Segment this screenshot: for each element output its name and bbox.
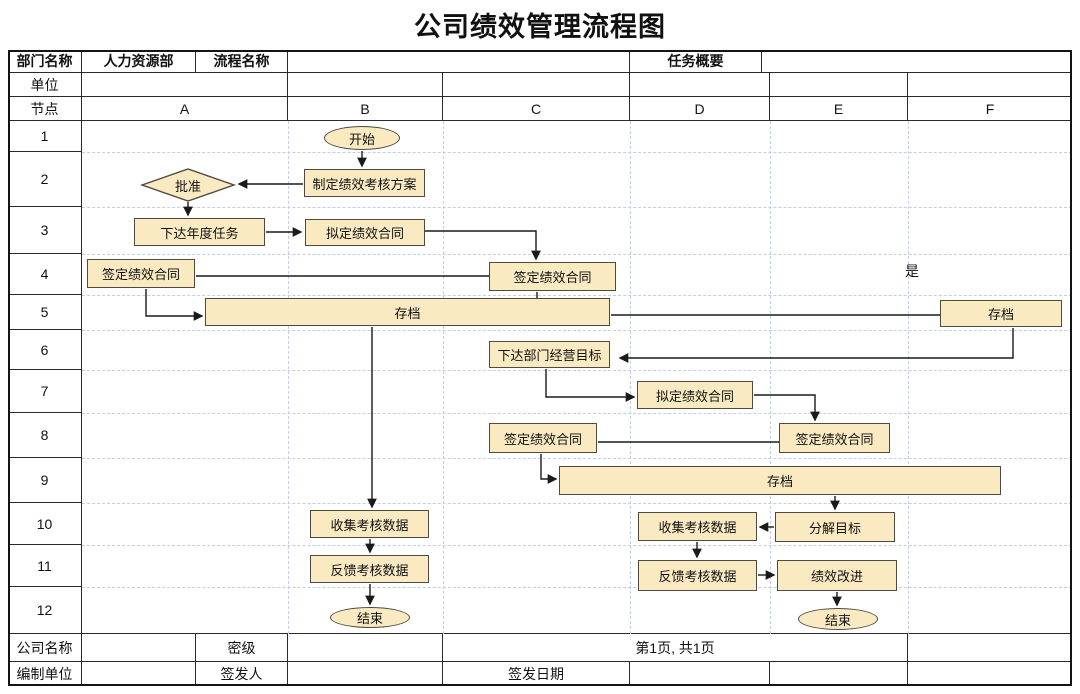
cell-footer-blank	[908, 634, 1072, 662]
flow-shape-collect-data-d: 收集考核数据	[638, 512, 757, 541]
gridline-h	[82, 458, 1072, 459]
row-number-12: 12	[8, 587, 82, 634]
cell-org-label: 编制单位	[8, 662, 82, 686]
column-header-e: E	[770, 97, 908, 121]
gridline-h	[82, 207, 1072, 208]
flow-shape-make-appraisal-plan: 制定绩效考核方案	[304, 169, 425, 197]
cell-unit-f	[908, 73, 1072, 97]
flow-shape-decompose-goals: 分解目标	[775, 512, 895, 542]
flow-shape-assign-dept-goals: 下达部门经营目标	[489, 341, 610, 368]
column-header-b: B	[288, 97, 443, 121]
row-number-10: 10	[8, 503, 82, 545]
row-number-3: 3	[8, 207, 82, 254]
cell-unit-d	[630, 73, 770, 97]
gridline-h	[82, 330, 1072, 331]
row-number-11: 11	[8, 545, 82, 587]
page-title: 公司绩效管理流程图	[414, 12, 666, 42]
gridline-h	[82, 545, 1072, 546]
row-number-9: 9	[8, 458, 82, 503]
gridline-v	[288, 121, 289, 634]
cell-signer-label: 签发人	[196, 662, 288, 686]
flow-shape-sign-contract-e: 签定绩效合同	[779, 423, 890, 453]
flow-shape-sign-contract-c: 签定绩效合同	[489, 262, 616, 291]
flow-shape-collect-data-b: 收集考核数据	[310, 510, 429, 538]
flow-shape-archive-f: 存档	[940, 300, 1062, 327]
flow-shape-draft-contract-d: 拟定绩效合同	[637, 381, 753, 409]
flow-shape-assign-annual-tasks: 下达年度任务	[134, 218, 265, 246]
cell-footer-blank	[770, 662, 908, 686]
cell-unit-a	[82, 73, 288, 97]
cell-signer-value	[288, 662, 443, 686]
gridline-h	[82, 152, 1072, 153]
cell-process-label: 流程名称	[196, 50, 288, 73]
cell-process-value	[288, 50, 630, 73]
flow-shape-feedback-data-b: 反馈考核数据	[310, 555, 429, 583]
column-header-f: F	[908, 97, 1072, 121]
cell-footer-blank	[908, 662, 1072, 686]
cell-unit-b	[288, 73, 443, 97]
cell-unit-label: 单位	[8, 73, 82, 97]
gridline-v	[630, 121, 631, 634]
row-number-5: 5	[8, 295, 82, 330]
flow-shape-archive-2: 存档	[559, 466, 1001, 495]
flow-shape-end-b: 结束	[330, 607, 410, 628]
flow-shape-performance-improve: 绩效改进	[777, 560, 897, 591]
row-number-6: 6	[8, 330, 82, 370]
gridline-h	[82, 413, 1072, 414]
cell-summary-value	[762, 50, 1072, 73]
cell-dept-label: 部门名称	[8, 50, 82, 73]
gridline-h	[82, 370, 1072, 371]
cell-org-value	[82, 662, 196, 686]
row-number-1: 1	[8, 121, 82, 152]
cell-company-label: 公司名称	[8, 634, 82, 662]
gridline-h	[82, 295, 1072, 296]
cell-secrecy-label: 密级	[196, 634, 288, 662]
gridline-h	[82, 503, 1072, 504]
cell-company-value	[82, 634, 196, 662]
flow-shape-sign-contract-c2: 签定绩效合同	[489, 423, 597, 453]
row-number-7: 7	[8, 370, 82, 413]
flow-area	[82, 121, 1072, 634]
gridline-h	[82, 254, 1072, 255]
cell-unit-c	[443, 73, 630, 97]
flow-shape-feedback-data-d: 反馈考核数据	[638, 560, 757, 591]
cell-secrecy-value	[288, 634, 443, 662]
gridline-v	[908, 121, 909, 634]
gridline-v	[443, 121, 444, 634]
flow-shape-end-e: 结束	[798, 608, 878, 630]
cell-sign-date-value	[630, 662, 770, 686]
cell-page-info: 第1页, 共1页	[443, 634, 908, 662]
row-number-4: 4	[8, 254, 82, 295]
yes-label: 是	[905, 263, 919, 279]
flow-shape-archive-1: 存档	[205, 298, 610, 326]
gridline-h	[82, 587, 1072, 588]
column-header-a: A	[82, 97, 288, 121]
flow-shape-draft-contract-b: 拟定绩效合同	[305, 219, 425, 246]
flow-shape-start: 开始	[324, 126, 400, 150]
gridline-v	[770, 121, 771, 634]
cell-unit-e	[770, 73, 908, 97]
cell-dept-value: 人力资源部	[82, 50, 196, 73]
cell-summary-label: 任务概要	[630, 50, 762, 73]
row-number-2: 2	[8, 152, 82, 207]
cell-sign-date-label: 签发日期	[443, 662, 630, 686]
flow-shape-sign-contract-a: 签定绩效合同	[87, 259, 195, 288]
column-header-c: C	[443, 97, 630, 121]
cell-node-label: 节点	[8, 97, 82, 121]
flow-shape-approve-label: 批准	[174, 178, 201, 194]
row-number-8: 8	[8, 413, 82, 458]
column-header-d: D	[630, 97, 770, 121]
